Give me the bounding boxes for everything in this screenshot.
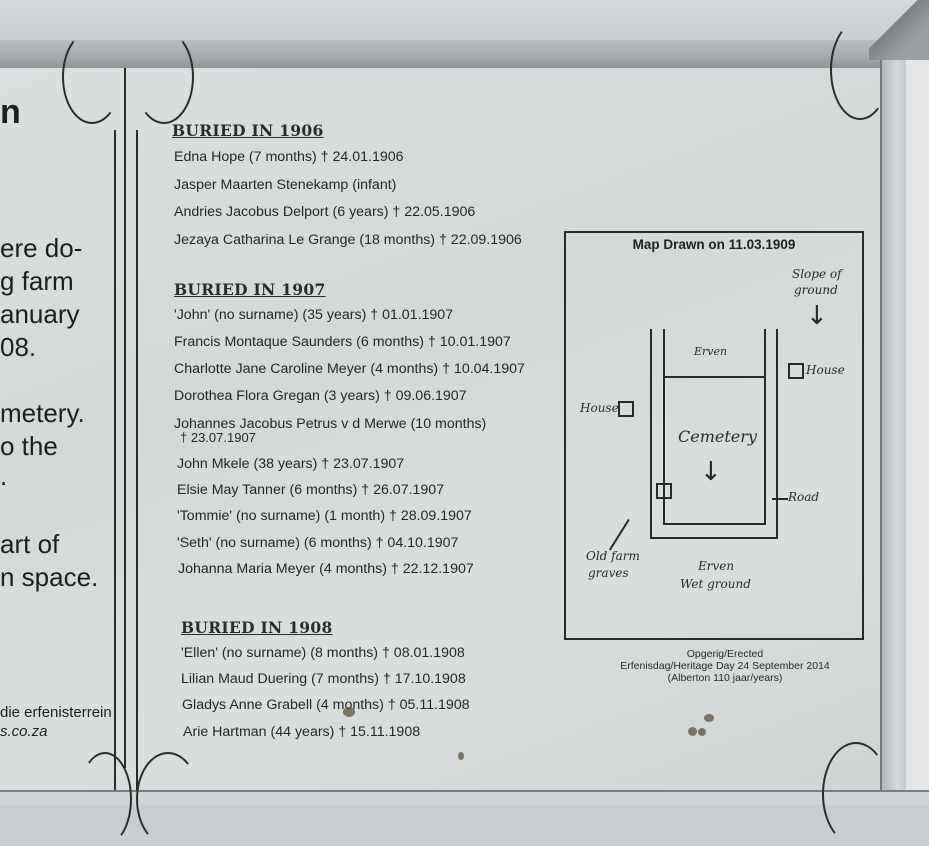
column-divider xyxy=(114,130,116,790)
dirt-stain xyxy=(343,707,355,717)
corner-arc xyxy=(830,20,890,120)
map-road-line xyxy=(650,329,652,539)
burial-entry: Edna Hope (7 months) † 24.01.1906 xyxy=(174,149,404,165)
dirt-stain xyxy=(704,714,714,722)
burial-entry: 'Seth' (no surname) (6 months) † 04.10.1… xyxy=(177,535,459,551)
burial-entry: Johanna Maria Meyer (4 months) † 22.12.1… xyxy=(178,561,474,577)
section-heading-1908: BURIED IN 1908 xyxy=(181,618,333,637)
map-label-house: House xyxy=(806,363,845,377)
map-cemetery-line xyxy=(663,329,665,525)
map-label-erven: Erven xyxy=(694,345,728,358)
house-marker xyxy=(788,363,804,379)
map-label-house: House xyxy=(580,401,619,415)
burial-entry: Johannes Jacobus Petrus v d Merwe (10 mo… xyxy=(174,416,487,432)
erected-line: Opgerig/Erected xyxy=(686,648,764,660)
left-text-line: n space. xyxy=(0,562,99,592)
section-heading-1907: BURIED IN 1907 xyxy=(174,280,326,299)
map-label-slope: Slope of xyxy=(792,267,842,281)
map-label-erven: Erven xyxy=(698,559,735,573)
left-text-line: ere do- xyxy=(0,233,83,263)
map-label-old-farm: Old farm xyxy=(586,549,640,563)
corner-arc xyxy=(822,742,890,846)
map-title: Map Drawn on 11.03.1909 xyxy=(632,237,796,252)
map-label-graves: graves xyxy=(588,566,629,580)
dirt-stain xyxy=(458,752,464,760)
left-footer-url: s.co.za xyxy=(0,723,48,740)
left-text-line: o the xyxy=(0,431,58,461)
burial-entry: Jasper Maarten Stenekamp (infant) xyxy=(174,177,397,193)
old-graves-marker xyxy=(656,483,672,499)
cemetery-map: Map Drawn on 11.03.1909 Slope of ground … xyxy=(564,231,864,640)
erected-note: Opgerig/Erected Erfenisdag/Heritage Day … xyxy=(590,648,860,684)
left-footer-line: die erfenisterrein xyxy=(0,704,112,721)
section-heading-1906: BURIED IN 1906 xyxy=(172,121,324,140)
map-cemetery-line xyxy=(764,329,766,525)
erected-line: (Alberton 110 jaar/years) xyxy=(667,672,783,684)
corner-arc xyxy=(136,752,200,846)
burial-entry: Gladys Anne Grabell (4 months) † 05.11.1… xyxy=(182,697,470,713)
burial-entry-date: † 23.07.1907 xyxy=(180,430,256,445)
left-text-line: 08. xyxy=(0,332,37,362)
sign-frame-bottom xyxy=(0,790,929,805)
burial-entry: Elsie May Tanner (6 months) † 26.07.1907 xyxy=(177,482,445,498)
sign-frame-right xyxy=(880,46,908,803)
wall-background xyxy=(0,0,929,42)
burial-entry: Francis Montaque Saunders (6 months) † 1… xyxy=(174,334,511,350)
map-label-wet-ground: Wet ground xyxy=(680,577,751,591)
map-label-slope: ground xyxy=(794,283,838,297)
column-divider xyxy=(124,68,126,768)
erected-line: Erfenisdag/Heritage Day 24 September 201… xyxy=(620,660,830,672)
left-text-line: g farm xyxy=(0,266,74,296)
burial-entry: 'Tommie' (no surname) (1 month) † 28.09.… xyxy=(177,508,472,524)
map-cemetery-line xyxy=(663,523,766,525)
left-heading-fragment: n xyxy=(0,93,21,131)
map-label-cemetery: Cemetery xyxy=(678,427,757,446)
sign-frame-edge xyxy=(906,60,929,803)
burial-entry: Dorothea Flora Gregan (3 years) † 09.06.… xyxy=(174,388,467,404)
burial-entry: Jezaya Catharina Le Grange (18 months) †… xyxy=(174,232,522,248)
burial-entry: 'Ellen' (no surname) (8 months) † 08.01.… xyxy=(181,645,465,661)
left-text-line: . xyxy=(0,461,8,491)
burial-entry: John Mkele (38 years) † 23.07.1907 xyxy=(177,456,405,472)
sign-panel xyxy=(0,68,880,790)
dirt-stain xyxy=(698,728,706,736)
corner-arc xyxy=(134,30,194,124)
road-pointer xyxy=(772,498,788,500)
dirt-stain xyxy=(688,727,697,736)
pointer-line xyxy=(608,519,630,551)
left-text-line: anuary xyxy=(0,299,80,329)
burial-entry: Charlotte Jane Caroline Meyer (4 months)… xyxy=(174,361,525,377)
house-marker xyxy=(618,401,634,417)
map-label-road: Road xyxy=(788,490,820,504)
burial-entry: Lilian Maud Duering (7 months) † 17.10.1… xyxy=(181,671,466,687)
corner-arc xyxy=(62,30,122,124)
slope-arrow-icon: ↓ xyxy=(700,457,722,487)
burial-entry: Arie Hartman (44 years) † 15.11.1908 xyxy=(183,724,421,740)
left-text-line: metery. xyxy=(0,398,85,428)
map-road-line xyxy=(776,329,778,539)
left-text-line: art of xyxy=(0,529,60,559)
slope-arrow-icon: ↓ xyxy=(806,301,828,331)
burial-entry: 'John' (no surname) (35 years) † 01.01.1… xyxy=(174,307,454,323)
map-road-line xyxy=(650,537,778,539)
burial-entry: Andries Jacobus Delport (6 years) † 22.0… xyxy=(174,204,476,220)
corner-arc xyxy=(78,752,132,846)
column-divider xyxy=(136,130,138,790)
map-cemetery-line xyxy=(663,376,766,378)
